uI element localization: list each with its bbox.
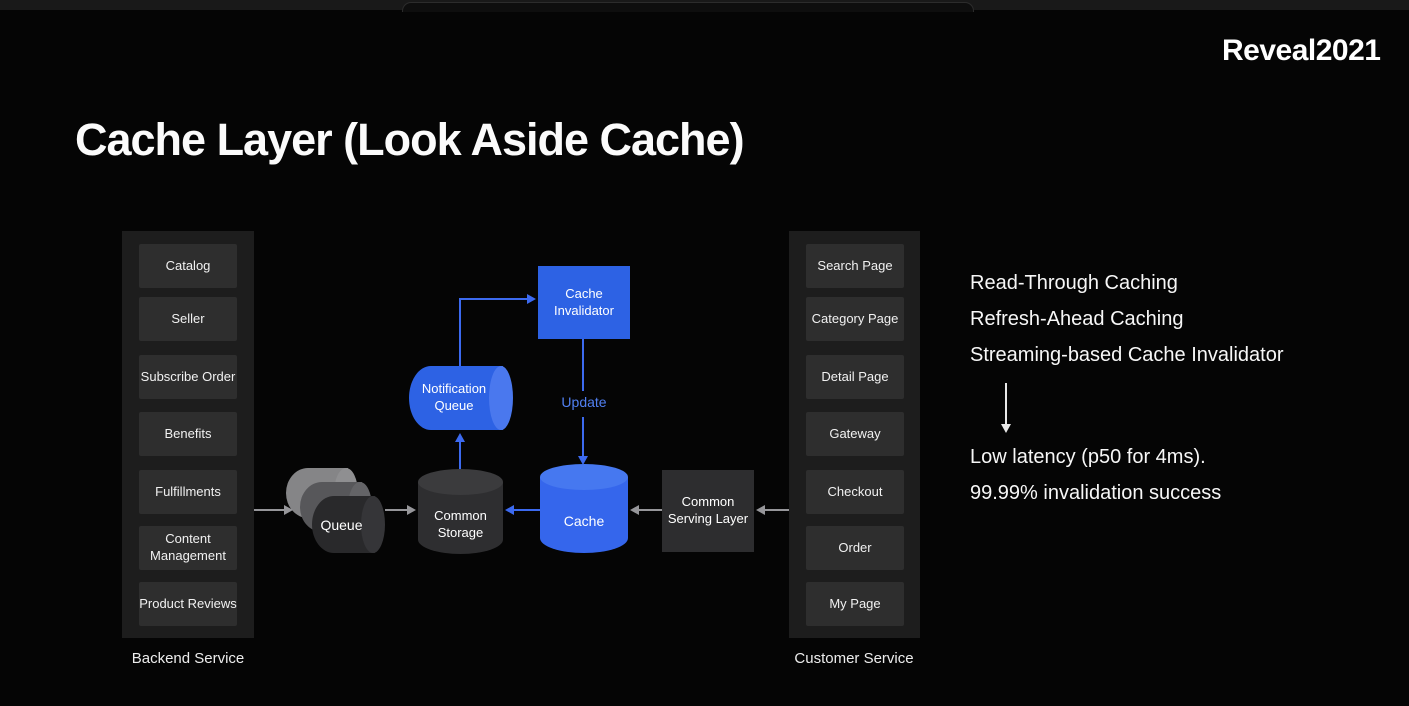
arrowhead-left-icon [505, 505, 514, 515]
top-bar [0, 0, 1409, 12]
edge-invalidator-to-cache-upper [582, 339, 584, 391]
edge-queue-to-storage [385, 509, 407, 511]
backend-service-panel: Catalog Seller Subscribe Order Benefits … [122, 231, 254, 638]
notification-queue-label: Notification Queue [421, 381, 487, 413]
queue-node: Queue [312, 496, 385, 553]
slide-title: Cache Layer (Look Aside Cache) [75, 114, 745, 166]
notification-queue-node: Notification Queue [409, 366, 513, 430]
edge-storage-to-notification-queue [459, 441, 461, 469]
customer-service-panel: Search Page Category Page Detail Page Ga… [789, 231, 920, 638]
arrowhead-right-icon [527, 294, 536, 304]
arrowhead-up-icon [455, 433, 465, 442]
arrowhead-right-icon [284, 505, 293, 515]
cache-label: Cache [563, 513, 605, 530]
backend-panel-label: Backend Service [131, 650, 245, 667]
annotation-refresh-ahead: Refresh-Ahead Caching [970, 308, 1184, 330]
edge-notification-queue-to-invalidator-horizontal [459, 298, 527, 300]
top-bar-tab [402, 2, 974, 12]
annotation-down-arrow-icon [1005, 383, 1007, 425]
edge-serving-to-cache [639, 509, 662, 511]
edge-notification-queue-to-invalidator-vertical [459, 299, 461, 366]
annotation-streaming-invalidator: Streaming-based Cache Invalidator [970, 344, 1284, 366]
customer-box-detail-page: Detail Page [806, 355, 904, 399]
customer-box-search-page: Search Page [806, 244, 904, 288]
update-edge-label: Update [561, 394, 607, 410]
arrowhead-right-icon [407, 505, 416, 515]
cache-node: Cache [540, 464, 628, 553]
customer-box-category-page: Category Page [806, 297, 904, 341]
backend-box-product-reviews: Product Reviews [139, 582, 237, 626]
backend-box-content-management: Content Management [139, 526, 237, 570]
arrowhead-left-icon [756, 505, 765, 515]
customer-box-gateway: Gateway [806, 412, 904, 456]
queue-label: Queue [320, 516, 363, 533]
arrowhead-left-icon [630, 505, 639, 515]
edge-customer-to-serving [765, 509, 789, 511]
cache-invalidator-node: Cache Invalidator [538, 266, 630, 339]
annotation-read-through: Read-Through Caching [970, 272, 1178, 294]
arrowhead-down-icon [578, 456, 588, 465]
brand-logo: Reveal2021 [1222, 34, 1381, 67]
common-storage-label: Common Storage [434, 507, 487, 540]
backend-box-catalog: Catalog [139, 244, 237, 288]
backend-box-subscribe-order: Subscribe Order [139, 355, 237, 399]
annotation-down-arrowhead-icon [1001, 424, 1011, 433]
common-serving-layer-node: Common Serving Layer [662, 470, 754, 552]
customer-box-order: Order [806, 526, 904, 570]
common-storage-node: Common Storage [418, 469, 503, 554]
backend-box-seller: Seller [139, 297, 237, 341]
backend-box-fulfillments: Fulfillments [139, 470, 237, 514]
edge-backend-to-queue [254, 509, 284, 511]
backend-box-benefits: Benefits [139, 412, 237, 456]
edge-invalidator-to-cache-lower [582, 417, 584, 456]
customer-box-checkout: Checkout [806, 470, 904, 514]
customer-box-my-page: My Page [806, 582, 904, 626]
edge-cache-to-storage [514, 509, 540, 511]
annotation-invalidation-success: 99.99% invalidation success [970, 482, 1222, 504]
customer-panel-label: Customer Service [794, 650, 914, 667]
annotation-low-latency: Low latency (p50 for 4ms). [970, 446, 1206, 468]
